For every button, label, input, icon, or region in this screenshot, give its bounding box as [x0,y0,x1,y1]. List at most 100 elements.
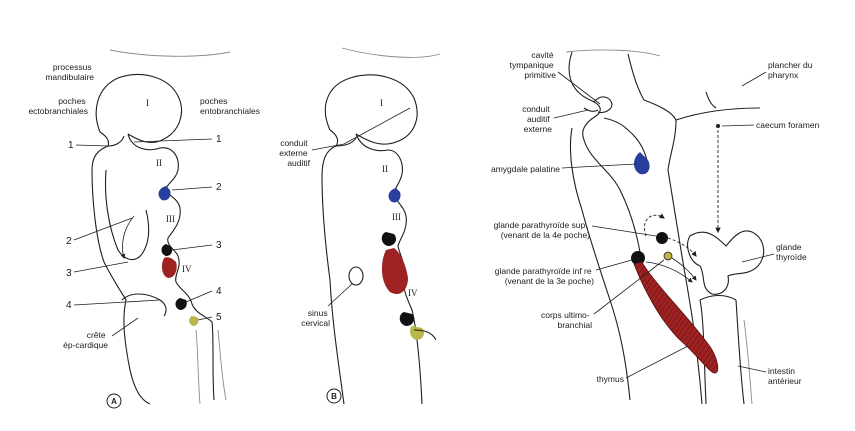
leader-right-1 [133,138,213,143]
panel-b-top-contour [341,47,441,58]
arch-numeral-2: II [156,158,162,168]
panel-b-thymus-red [381,248,408,295]
panel-b-right-outline [355,133,423,405]
arch-numeral-1: I [146,98,149,108]
migration-arrow-inf [645,261,693,283]
leader-conduit-externe [311,107,411,151]
thyroid-gland-shape [687,230,765,295]
panel-a-top-contour [109,49,231,57]
panel-a: I II III IV processus mandibulaire poche… [28,49,260,409]
arch-1-outline [95,74,182,143]
panel-b-arch-numeral-1: I [380,98,383,108]
panel-b-pouch-2-blue [388,188,401,203]
leader-parathyroide-inf [595,259,633,271]
thymus-shape [633,261,719,374]
label-cavite-tympanique: cavité tympanique primitive [510,50,557,80]
leader-left-2 [73,217,133,241]
panel-b-left-outline [321,129,345,405]
leader-left-4 [73,299,161,306]
leader-parathyroide-sup [591,225,657,237]
panel-b-arch-1-outline [324,74,418,145]
leader-right-2 [171,186,213,191]
label-amygdale-palatine: amygdale palatine [491,164,560,174]
epicardial-ridge-outline [121,293,167,317]
label-conduit-externe-auditif: conduit externe auditif [279,138,310,168]
pharynx-wall [675,107,761,121]
palatine-tonsil-blue [634,152,650,175]
migration-arrow-sup [667,237,697,257]
migration-arrow-ub [671,257,697,281]
pouch-number-left-3: 3 [66,268,72,279]
label-caecum-foramen: caecum foramen [756,120,820,130]
label-poches-entobranchiales: poches entobranchiales [200,96,260,116]
panel-a-lower-line [195,329,201,405]
pharynx-outline-right [643,99,677,171]
ear-canal-notch [335,137,357,147]
panel-b-marker-circle [326,388,342,404]
arch-2-arrow [120,215,135,259]
leader-sinus-cervical [327,283,353,307]
leader-amygdale-palatine [561,163,637,169]
panel-c-right-wall [667,169,703,405]
tympanic-cavity-shape [593,96,613,114]
pouch-number-left-1: 1 [68,140,74,151]
panel-b-arch-numeral-2: II [382,164,388,174]
pharynx-inner [705,91,717,109]
panel-b-arch-numeral-3: III [392,212,401,222]
panel-b-marker: B [331,392,337,401]
panel-b: I II III IV conduit externe auditif sinu… [279,47,441,405]
label-sinus-cervical: sinus cervical [301,308,330,328]
arch-2-inner [104,169,150,261]
parathyroid-sup [656,232,668,244]
leader-left-1 [75,144,109,147]
arch-numeral-4: IV [182,264,192,274]
pouch-5-olive [189,316,199,326]
leader-intestin-anterieur [737,365,767,373]
parathyroid-inf [631,251,645,265]
panel-b-pouch-4-black [399,312,414,326]
leader-corps-ultimobranchial [593,259,665,315]
leader-right-5 [197,316,213,321]
label-conduit-auditif-externe: conduit auditif externe [522,104,552,134]
panel-c-mid-left [603,117,649,167]
pouch-number-right-2: 2 [216,182,222,193]
label-parathyroide-sup: glande parathyroïde sup. (venant de la 4… [494,220,591,240]
label-crete-epicardique: crête ép-cardique [63,330,108,350]
panel-c-top-contour [565,49,661,57]
leader-conduit-auditif [553,109,589,119]
leader-plancher-pharynx [741,71,767,87]
panel-b-pouch-4-olive [409,326,424,340]
panel-a-marker: A [111,397,117,406]
pouch-number-left-4: 4 [66,300,72,311]
panel-c-left-outline [568,51,641,253]
leader-cavite-tympanique [557,71,601,105]
pouch-3-red-thymus [161,257,177,278]
panel-a-right-outline [127,133,215,401]
migration-arrow-dashed [644,213,665,237]
leader-crete [111,317,139,337]
leader-left-3 [73,261,129,273]
panel-c: cavité tympanique primitive conduit audi… [491,49,820,405]
panel-c-inner-wall [569,127,631,401]
panel-b-pouch-3-black [381,232,396,246]
arch-numeral-3: III [166,214,175,224]
label-corps-ultimobranchial: corps ultimo- branchial [541,310,592,330]
label-parathyroide-inf: glande parathyroïde inf re (venant de la… [495,266,594,286]
conduit-auditif-shape [583,107,599,112]
pouch-4-black [175,298,187,310]
panel-b-pouch-4-tail [413,329,437,341]
pharynx-floor-midline [627,53,645,101]
panel-a-marker-circle [106,393,122,409]
cleft-1 [107,135,125,147]
panel-a-left-outline [91,131,151,405]
pouch-number-right-5: 5 [216,312,222,323]
pouch-number-right-3: 3 [216,240,222,251]
label-intestin-anterieur: intestin antérieur [768,366,802,386]
label-processus-mandibulaire: processus mandibulaire [45,62,94,82]
panel-a-lower-line-2 [217,329,227,401]
leader-caecum-foramen [721,124,755,127]
ultimobranchial-body [663,251,673,261]
label-glande-thyroide: glande thyroïde [776,242,807,262]
label-plancher-pharynx: plancher du pharynx [768,60,815,80]
